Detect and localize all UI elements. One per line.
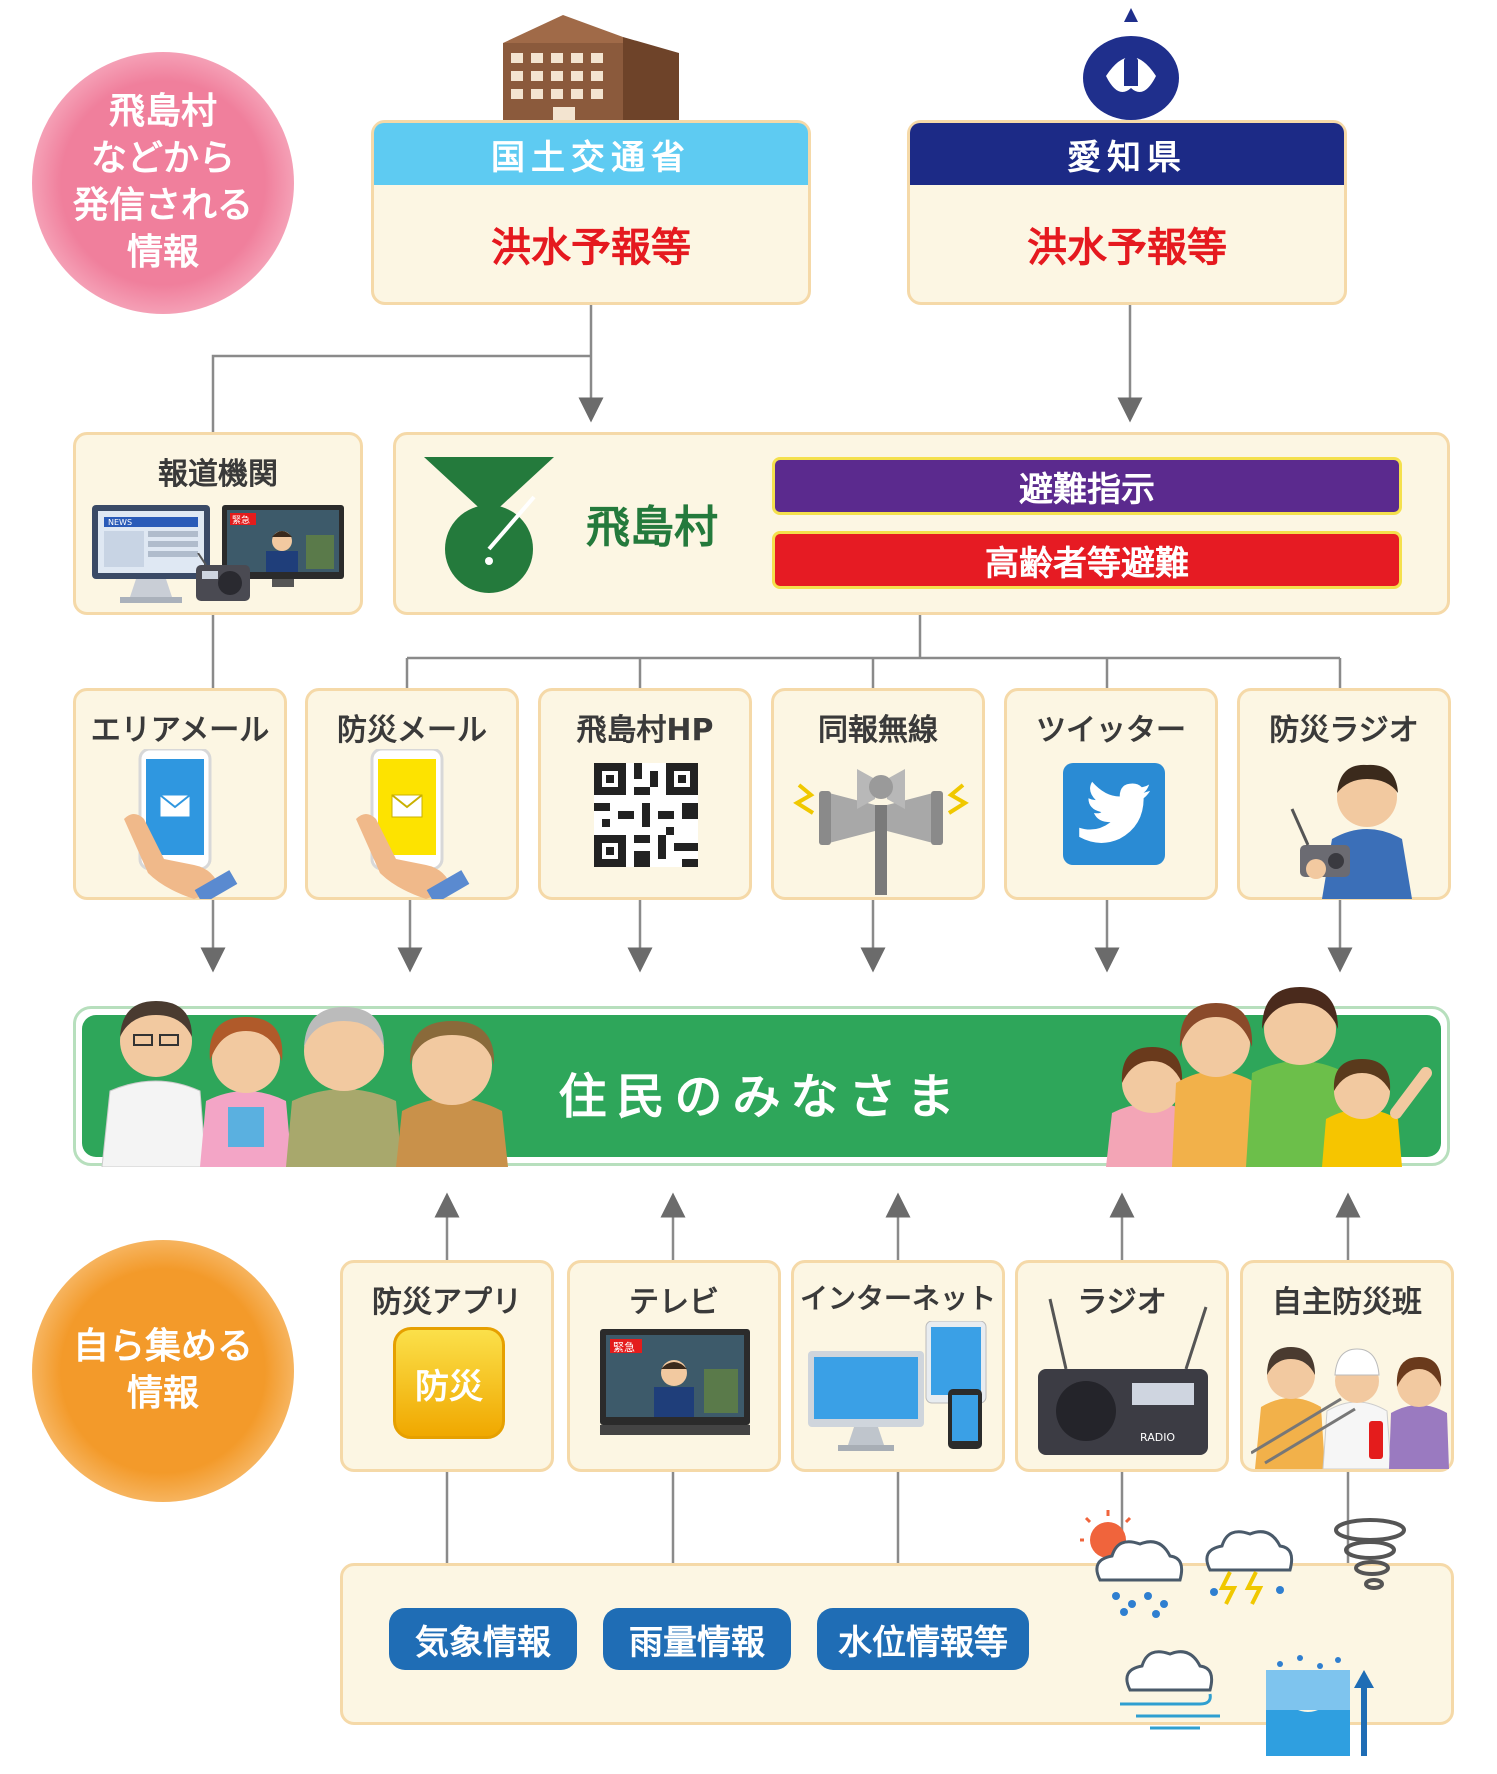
water-level-info-pill: 水位情報等 [817,1608,1029,1670]
radio-man-icon [1290,764,1412,899]
tobishima-emblem-icon [424,457,554,593]
self-bubble: 自ら集める 情報 [32,1240,294,1502]
tv-icon: 緊急 [600,1329,750,1435]
self-source-community-team: 自主防災班 [1240,1260,1454,1472]
channel-area-mail: エリアメール [73,688,287,900]
self-source-label: インターネット [799,1282,996,1315]
channel-label: 同報無線 [818,713,938,748]
agency-header-mlit: 国土交通省 [374,123,808,185]
aichi-emblem-icon [1083,8,1179,120]
order-evacuation-instruction: 避難指示 [772,457,1402,515]
channel-label: ツイッター [1036,713,1186,748]
channel-label: 飛島村HP [576,713,714,748]
building-icon [503,15,679,125]
tv-badge: 緊急 [232,514,250,526]
app-icon: 防災 [393,1327,505,1439]
news-text: NEWS [108,518,132,527]
radio-icon: RADIO [1038,1298,1208,1455]
channel-bousai-mail: 防災メール [305,688,519,900]
agency-info-aichi: 洪水予報等 [1027,225,1227,271]
self-source-label: テレビ [629,1285,719,1320]
channel-label: エリアメール [90,713,270,748]
phone-mail-icon [124,749,238,899]
computer-icon: NEWS [92,505,210,603]
radio-text: RADIO [1140,1431,1175,1444]
channel-bousai-radio: 防災ラジオ [1237,688,1451,900]
rainfall-info-pill: 雨量情報 [603,1608,791,1670]
channel-label: 防災メール [337,713,487,748]
residents-right-people-icon [1106,987,1432,1167]
channel-village-hp: 飛島村HP [538,688,752,900]
agency-card-mlit: 国土交通省 洪水予報等 [371,120,811,305]
agency-card-aichi: 愛知県 洪水予報等 [907,120,1347,305]
channel-broadcast-radio: 同報無線 [771,688,985,900]
self-source-label: 自主防災班 [1272,1285,1422,1320]
village-name: 飛島村 [586,502,718,553]
radio-icon [196,553,250,601]
weather-icon [1080,1510,1406,1756]
residents-left-people-icon [101,1001,508,1167]
loudspeaker-icon [793,769,969,895]
tv-badge: 緊急 [613,1340,635,1354]
self-source-app: 防災アプリ 防災 [340,1260,554,1472]
residents-title: 住民のみなさま [558,1069,965,1125]
self-source-tv: テレビ 緊急 [567,1260,781,1472]
media-card: 報道機関 NEWS 緊急 [73,432,363,615]
sources-bubble: 飛島村 などから 発信される 情報 [32,52,294,314]
village-card: 飛島村 避難指示 高齢者等避難 [393,432,1450,615]
self-source-radio: ラジオ RADIO [1015,1260,1229,1472]
tablet-icon [808,1321,987,1451]
tv-icon: 緊急 [222,505,344,587]
order-elderly-evacuation: 高齢者等避難 [772,531,1402,589]
qr-code-icon [594,763,698,867]
agency-header-aichi: 愛知県 [910,123,1344,185]
residents-banner: 住民のみなさま [73,987,1450,1167]
agency-info-mlit: 洪水予報等 [491,225,691,271]
media-label: 報道機関 [158,457,278,492]
phone-mail-icon [356,749,470,899]
self-source-label: ラジオ [1077,1285,1167,1320]
channel-label: 防災ラジオ [1269,713,1419,748]
channel-twitter: ツイッター [1004,688,1218,900]
self-source-label: 防災アプリ [372,1285,522,1320]
twitter-icon [1063,763,1165,865]
weather-info-pill: 気象情報 [389,1608,577,1670]
team-people-icon [1251,1347,1449,1469]
self-source-internet: インターネット [791,1260,1005,1472]
